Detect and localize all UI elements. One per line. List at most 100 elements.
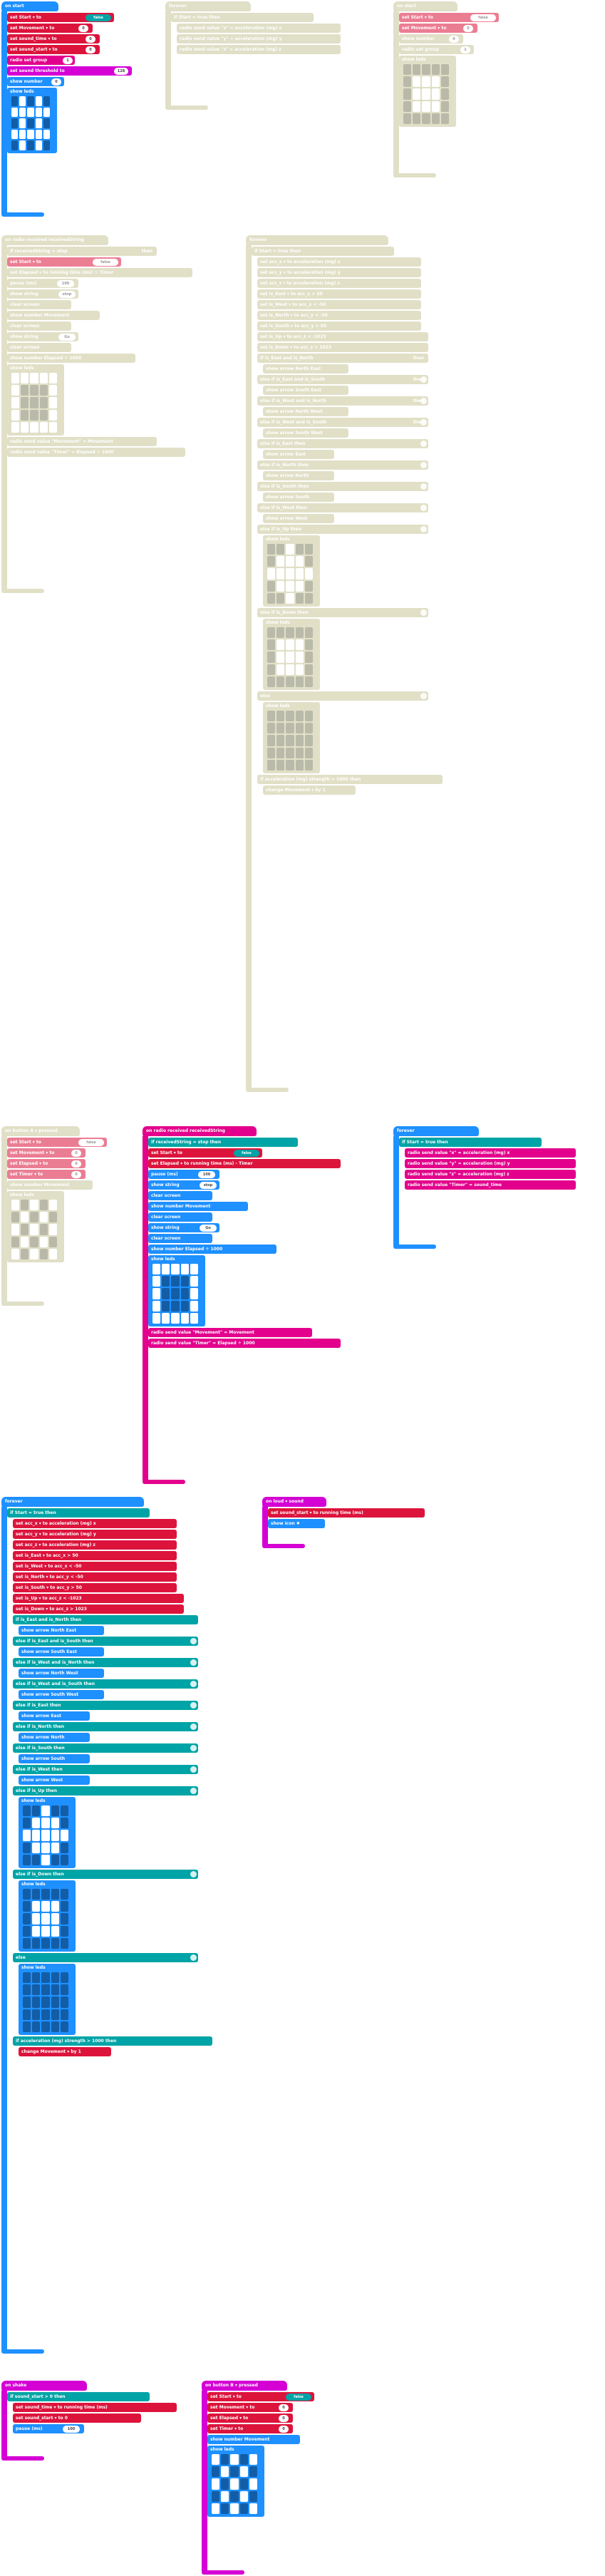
led-cell[interactable] <box>286 711 294 722</box>
led-cell[interactable] <box>51 1925 59 1937</box>
led-cell[interactable] <box>286 651 294 663</box>
led-cell[interactable] <box>276 544 285 555</box>
on-start-block-1-hat[interactable]: on start <box>1 1 58 11</box>
statement-block[interactable]: set acc_x ▾ to acceleration (mg) x <box>13 1519 177 1528</box>
if-block[interactable]: if is_East and is_North then <box>13 1615 198 1624</box>
if-block[interactable]: else if is_North then <box>257 460 428 470</box>
statement-block[interactable]: set is_North ▾ to acc_y < -50 <box>13 1572 177 1582</box>
led-cell[interactable] <box>21 1248 29 1259</box>
led-cell[interactable] <box>11 397 20 408</box>
if-block[interactable]: if acceleration (mg) strength > 1000 the… <box>13 2036 212 2046</box>
led-cell[interactable] <box>276 568 285 579</box>
led-cell[interactable] <box>431 101 440 112</box>
add-clause-icon[interactable] <box>150 1473 156 1479</box>
statement-block[interactable]: set is_Down ▾ to acc_z > 1023 <box>257 343 428 352</box>
led-cell[interactable] <box>41 1805 50 1817</box>
led-cell[interactable] <box>60 1913 68 1925</box>
led-cell[interactable] <box>51 1972 59 1984</box>
led-cell[interactable] <box>39 1248 48 1259</box>
led-cell[interactable] <box>239 2478 248 2490</box>
if-block[interactable]: if Start = true then <box>252 247 394 256</box>
led-cell[interactable] <box>267 592 276 604</box>
led-cell[interactable] <box>413 88 421 100</box>
led-cell[interactable] <box>11 1212 20 1223</box>
led-cell[interactable] <box>51 1901 59 1912</box>
led-cell[interactable] <box>276 651 285 663</box>
led-cell[interactable] <box>21 373 29 384</box>
led-cell[interactable] <box>304 627 313 639</box>
statement-block[interactable]: set is_Up ▾ to acc_z < -1023 <box>257 332 428 341</box>
if-block[interactable]: else if is_West then <box>13 1765 198 1774</box>
led-cell[interactable] <box>304 651 313 663</box>
statement-block[interactable]: pause (ms)100 <box>13 2424 84 2433</box>
led-cell[interactable] <box>32 1913 41 1925</box>
led-cell[interactable] <box>39 397 48 408</box>
led-cell[interactable] <box>23 1889 31 1900</box>
led-cell[interactable] <box>286 580 294 592</box>
led-cell[interactable] <box>48 385 57 396</box>
led-cell[interactable] <box>295 664 304 675</box>
led-cell[interactable] <box>27 140 34 150</box>
value-slot[interactable]: Go <box>200 1225 217 1232</box>
led-cell[interactable] <box>41 1830 50 1841</box>
led-cell[interactable] <box>190 1276 198 1287</box>
value-slot[interactable]: 0 <box>71 1171 81 1178</box>
led-cell[interactable] <box>23 1984 31 1996</box>
remove-clause-icon[interactable] <box>420 526 427 532</box>
on-button-b-block-hat[interactable]: on button B ▾ pressed <box>202 2381 287 2391</box>
statement-block[interactable]: show arrow North East <box>263 364 348 373</box>
led-cell[interactable] <box>286 723 294 734</box>
statement-block[interactable]: set is_Up ▾ to acc_z < -1023 <box>13 1594 184 1603</box>
statement-block[interactable]: set sound_time ▾ to running time (ms) <box>13 2403 177 2412</box>
led-cell[interactable] <box>39 421 48 433</box>
remove-clause-icon[interactable] <box>190 1954 197 1961</box>
led-cell[interactable] <box>152 1264 161 1275</box>
statement-block[interactable]: show arrow East <box>263 450 334 459</box>
show-icon-block[interactable]: show icon ✸ <box>268 1519 325 1528</box>
value-slot[interactable]: 0 <box>279 2404 289 2411</box>
led-cell[interactable] <box>30 1200 38 1211</box>
show-leds-block[interactable]: show leds <box>19 1797 76 1868</box>
led-cell[interactable] <box>431 64 440 76</box>
led-cell[interactable] <box>23 1854 31 1865</box>
add-clause-icon[interactable] <box>9 582 15 588</box>
statement-block[interactable]: show number Movement <box>207 2435 300 2444</box>
value-slot[interactable]: 100 <box>57 280 74 287</box>
statement-block[interactable]: radio send value "z" = acceleration (mg)… <box>177 45 341 54</box>
led-cell[interactable] <box>162 1312 170 1324</box>
led-cell[interactable] <box>295 747 304 758</box>
led-cell[interactable] <box>30 385 38 396</box>
value-slot[interactable]: 0 <box>71 1150 81 1157</box>
led-cell[interactable] <box>51 1842 59 1853</box>
led-cell[interactable] <box>23 1972 31 1984</box>
statement-block[interactable]: set acc_y ▾ to acceleration (mg) y <box>13 1530 177 1539</box>
if-block[interactable]: if Start = true then <box>399 1138 542 1147</box>
led-cell[interactable] <box>152 1300 161 1312</box>
value-slot[interactable]: 0 <box>86 46 95 53</box>
statement-block[interactable]: show arrow South West <box>263 428 348 438</box>
led-cell[interactable] <box>11 129 19 140</box>
led-cell[interactable] <box>422 76 430 88</box>
statement-block[interactable]: show arrow South West <box>19 1690 104 1699</box>
if-block[interactable]: else if is_South then <box>13 1743 198 1753</box>
statement-block[interactable]: show number Elapsed ÷ 1000 <box>7 354 135 363</box>
led-cell[interactable] <box>48 409 57 421</box>
statement-block[interactable]: show arrow South <box>19 1754 90 1763</box>
led-cell[interactable] <box>413 113 421 124</box>
led-cell[interactable] <box>19 96 26 106</box>
led-cell[interactable] <box>21 397 29 408</box>
statement-block[interactable]: set acc_z ▾ to acceleration (mg) z <box>257 279 421 288</box>
led-cell[interactable] <box>48 1236 57 1247</box>
led-cell[interactable] <box>41 1913 50 1925</box>
led-cell[interactable] <box>239 2466 248 2478</box>
led-cell[interactable] <box>41 1972 50 1984</box>
value-slot[interactable]: 0 <box>51 78 61 86</box>
show-leds-block[interactable]: show leds <box>263 535 320 607</box>
show-leds-block[interactable]: show leds <box>7 1191 64 1262</box>
led-cell[interactable] <box>60 1842 68 1853</box>
led-cell[interactable] <box>304 556 313 567</box>
